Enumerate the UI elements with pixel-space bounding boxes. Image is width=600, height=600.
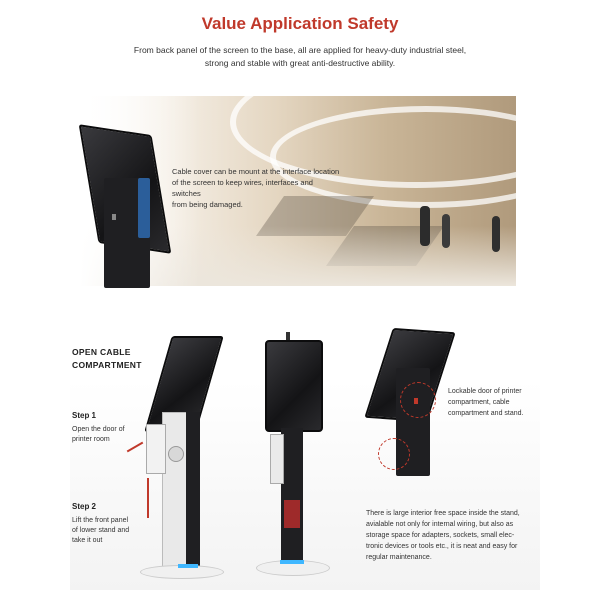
subtitle-line: strong and stable with great anti-destru… <box>204 58 396 68</box>
info-line: Lockable door of printer <box>448 388 522 395</box>
printer-door <box>146 424 166 474</box>
heading-line: COMPARTMENT <box>72 360 142 370</box>
paper-roll <box>168 446 184 462</box>
mall-balcony <box>270 106 516 208</box>
step1-text: Open the door of printer room <box>72 425 125 445</box>
step-line: Lift the front panel <box>72 517 129 524</box>
step-line: Open the door of <box>72 426 125 433</box>
banner-caption: Cable cover can be mount at the interfac… <box>172 166 342 210</box>
info-line: compartment and stand. <box>448 410 524 417</box>
space-text: There is large interior free space insid… <box>366 508 566 563</box>
info-line: regular maintenance. <box>366 554 432 561</box>
lock-icon <box>112 214 116 220</box>
person-silhouette <box>442 214 450 248</box>
kiosk-screen <box>265 340 323 432</box>
section-heading: OPEN CABLE COMPARTMENT <box>72 346 142 372</box>
person-silhouette <box>492 216 500 252</box>
info-line: compartment, cable <box>448 399 510 406</box>
kiosk-stand <box>186 412 200 570</box>
step1-title: Step 1 <box>72 411 97 420</box>
step2-title: Step 2 <box>72 502 97 511</box>
page-subtitle: From back panel of the screen to the bas… <box>80 44 520 70</box>
arrow-up-icon <box>147 478 149 518</box>
camera-mount <box>286 332 290 342</box>
caption-line: Cable cover can be mount at the interfac… <box>172 167 340 176</box>
caption-line: of the screen to keep wires, interfaces … <box>172 178 313 198</box>
step-line: of lower stand and <box>72 527 130 534</box>
page-title: Value Application Safety <box>201 14 399 33</box>
cable-cover <box>138 178 150 238</box>
lock-highlight <box>378 438 410 470</box>
led-strip <box>178 564 198 568</box>
kiosk-stand <box>281 428 303 566</box>
led-strip <box>280 560 304 564</box>
caption-line: from being damaged. <box>172 200 243 209</box>
info-line: avialable not only for internal wiring, … <box>366 521 514 528</box>
step-line: printer room <box>72 436 110 443</box>
info-line: There is large interior free space insid… <box>366 510 520 517</box>
step2-text: Lift the front panel of lower stand and … <box>72 516 129 546</box>
lockable-text: Lockable door of printer compartment, ca… <box>448 386 558 419</box>
printer-door <box>270 434 284 484</box>
lock-icon <box>414 398 418 404</box>
info-line: tronic devices or tools etc., it is neat… <box>366 543 518 550</box>
heading-line: OPEN CABLE <box>72 347 131 357</box>
subtitle-line: From back panel of the screen to the bas… <box>133 45 467 55</box>
cable-compartment <box>284 500 300 528</box>
person-silhouette <box>420 206 430 246</box>
info-line: storage space for adapters, sockets, sma… <box>366 532 515 539</box>
lock-highlight <box>400 382 436 418</box>
step-line: take it out <box>72 537 103 544</box>
